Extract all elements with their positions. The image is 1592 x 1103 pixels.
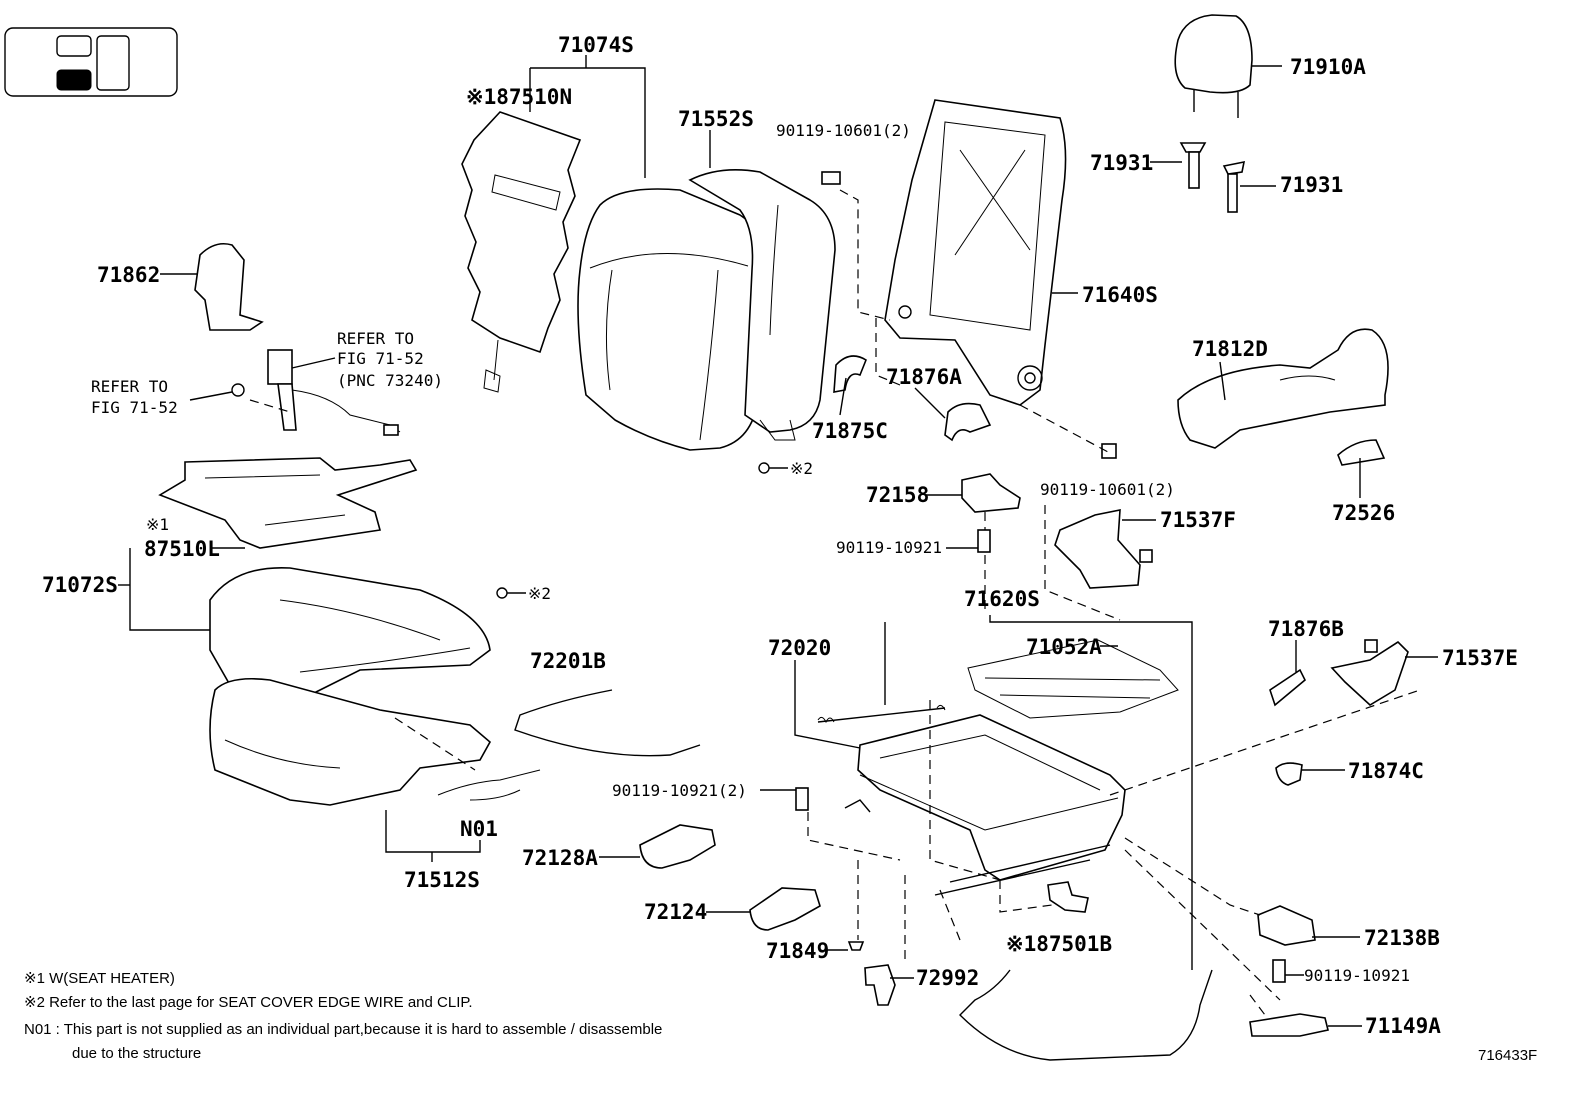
- label-71552S: 71552S: [678, 107, 754, 131]
- label-71849: 71849: [766, 939, 829, 963]
- assembly-lines: [249, 189, 1421, 1016]
- knob-cover-part: [1275, 762, 1303, 786]
- side-cover-part: [1177, 328, 1389, 449]
- label-72201B: 72201B: [530, 649, 606, 673]
- harness-part: [437, 769, 541, 801]
- clip-72992-part: [864, 964, 896, 1006]
- label-71537F: 71537F: [1160, 508, 1236, 532]
- spring-part: [817, 707, 946, 723]
- refer-note-2-line1: REFER TO: [91, 377, 168, 396]
- footnote-1: ※1 W(SEAT HEATER): [24, 970, 175, 987]
- footnote-2: ※2 Refer to the last page for SEAT COVER…: [24, 994, 473, 1011]
- lever-71149A-part: [1249, 1013, 1329, 1037]
- label-N01: N01: [460, 817, 498, 841]
- label-72158: 72158: [866, 483, 929, 507]
- label-71931-left: 71931: [1090, 151, 1153, 175]
- label-71862: 71862: [97, 263, 160, 287]
- label-71910A: 71910A: [1290, 55, 1366, 79]
- label-90119-10921-2: 90119-10921(2): [612, 781, 747, 800]
- refer-note-1-line2: FIG 71-52: [337, 349, 424, 368]
- seatback-cover-part: [577, 188, 769, 451]
- label-71874C: 71874C: [1348, 759, 1424, 783]
- cushion-cover-part: [209, 566, 491, 696]
- cushion-heater-part: [158, 457, 418, 549]
- label-72526: 72526: [1332, 501, 1395, 525]
- label-71876A: 71876A: [886, 365, 962, 389]
- track-cover-rear-part: [749, 887, 821, 931]
- hinge-cover-outer-part: [944, 402, 992, 442]
- label-71812D: 71812D: [1192, 337, 1268, 361]
- label-90119-10921-bottom: 90119-10921: [1304, 966, 1410, 985]
- clip-note-a: ※2: [790, 459, 813, 478]
- label-87501B: ※187501B: [1006, 932, 1112, 956]
- label-72992: 72992: [916, 966, 979, 990]
- clip-note-b: ※2: [528, 584, 551, 603]
- label-71512S: 71512S: [404, 868, 480, 892]
- cushion-frame-part: [844, 714, 1126, 896]
- seatbelt-buckle-part: [231, 349, 401, 436]
- label-71149A: 71149A: [1365, 1014, 1441, 1038]
- clip-marker-icon: [496, 587, 508, 599]
- label-71875C: 71875C: [812, 419, 888, 443]
- label-90119-10601-mid: 90119-10601(2): [1040, 480, 1175, 499]
- refer-note-1-line1: REFER TO: [337, 329, 414, 348]
- cover-71537F-part: [1054, 509, 1141, 589]
- knob-part: [1337, 439, 1386, 466]
- refer-note-2-line2: FIG 71-52: [91, 398, 178, 417]
- bolt-icons: [795, 171, 1378, 983]
- release-cable-part: [959, 969, 1213, 1061]
- label-90119-10601-top: 90119-10601(2): [776, 121, 911, 140]
- bracket-72158-part: [961, 473, 1021, 513]
- spring-mat-part: [967, 639, 1179, 719]
- clip-71849-part: [847, 941, 865, 951]
- bracket-72138B-part: [1257, 905, 1316, 946]
- leader-lines: [118, 55, 1438, 1027]
- label-71537E: 71537E: [1442, 646, 1518, 670]
- cushion-edge-wire-part: [514, 689, 701, 757]
- spring-coil-part: [817, 704, 946, 724]
- belt-guide-part: [194, 242, 264, 331]
- footnote-3b: due to the structure: [72, 1045, 201, 1062]
- label-72124: 72124: [644, 900, 707, 924]
- label-71074S: 71074S: [558, 33, 634, 57]
- seatback-heater-part: [461, 111, 582, 393]
- cover-71537E-part: [1330, 640, 1409, 706]
- cover-71876B-part: [1269, 668, 1306, 707]
- label-71620S: 71620S: [964, 587, 1040, 611]
- label-72128A: 72128A: [522, 846, 598, 870]
- hinge-cover-inner-part: [833, 355, 867, 393]
- headrest-part: [1174, 14, 1253, 118]
- label-71052A: 71052A: [1026, 635, 1102, 659]
- label-71931-right: 71931: [1280, 173, 1343, 197]
- seat-position-indicator-icon: [4, 27, 178, 97]
- label-87510N: ※187510N: [466, 85, 572, 109]
- seatback-pad-part: [688, 168, 836, 441]
- refer-note-1-line3: (PNC 73240): [337, 371, 443, 390]
- footnote-3a: N01 : This part is not supplied as an in…: [24, 1021, 662, 1038]
- label-87510L: 87510L: [144, 537, 220, 561]
- label-72020: 72020: [768, 636, 831, 660]
- sensor-87501B-part: [1047, 881, 1089, 913]
- label-71876B: 71876B: [1268, 617, 1344, 641]
- label-71072S: 71072S: [42, 573, 118, 597]
- label-71640S: 71640S: [1082, 283, 1158, 307]
- seatback-frame-part: [884, 99, 1067, 406]
- cushion-pad-part: [209, 677, 492, 806]
- label-72138B: 72138B: [1364, 926, 1440, 950]
- label-87510L-mark: ※1: [146, 515, 169, 534]
- clip-marker-icon: [758, 462, 770, 474]
- headrest-guide-part: [1179, 142, 1246, 213]
- track-cover-part: [639, 824, 716, 869]
- label-90119-10921-mid: 90119-10921: [836, 538, 942, 557]
- figure-id: 716433F: [1478, 1047, 1537, 1064]
